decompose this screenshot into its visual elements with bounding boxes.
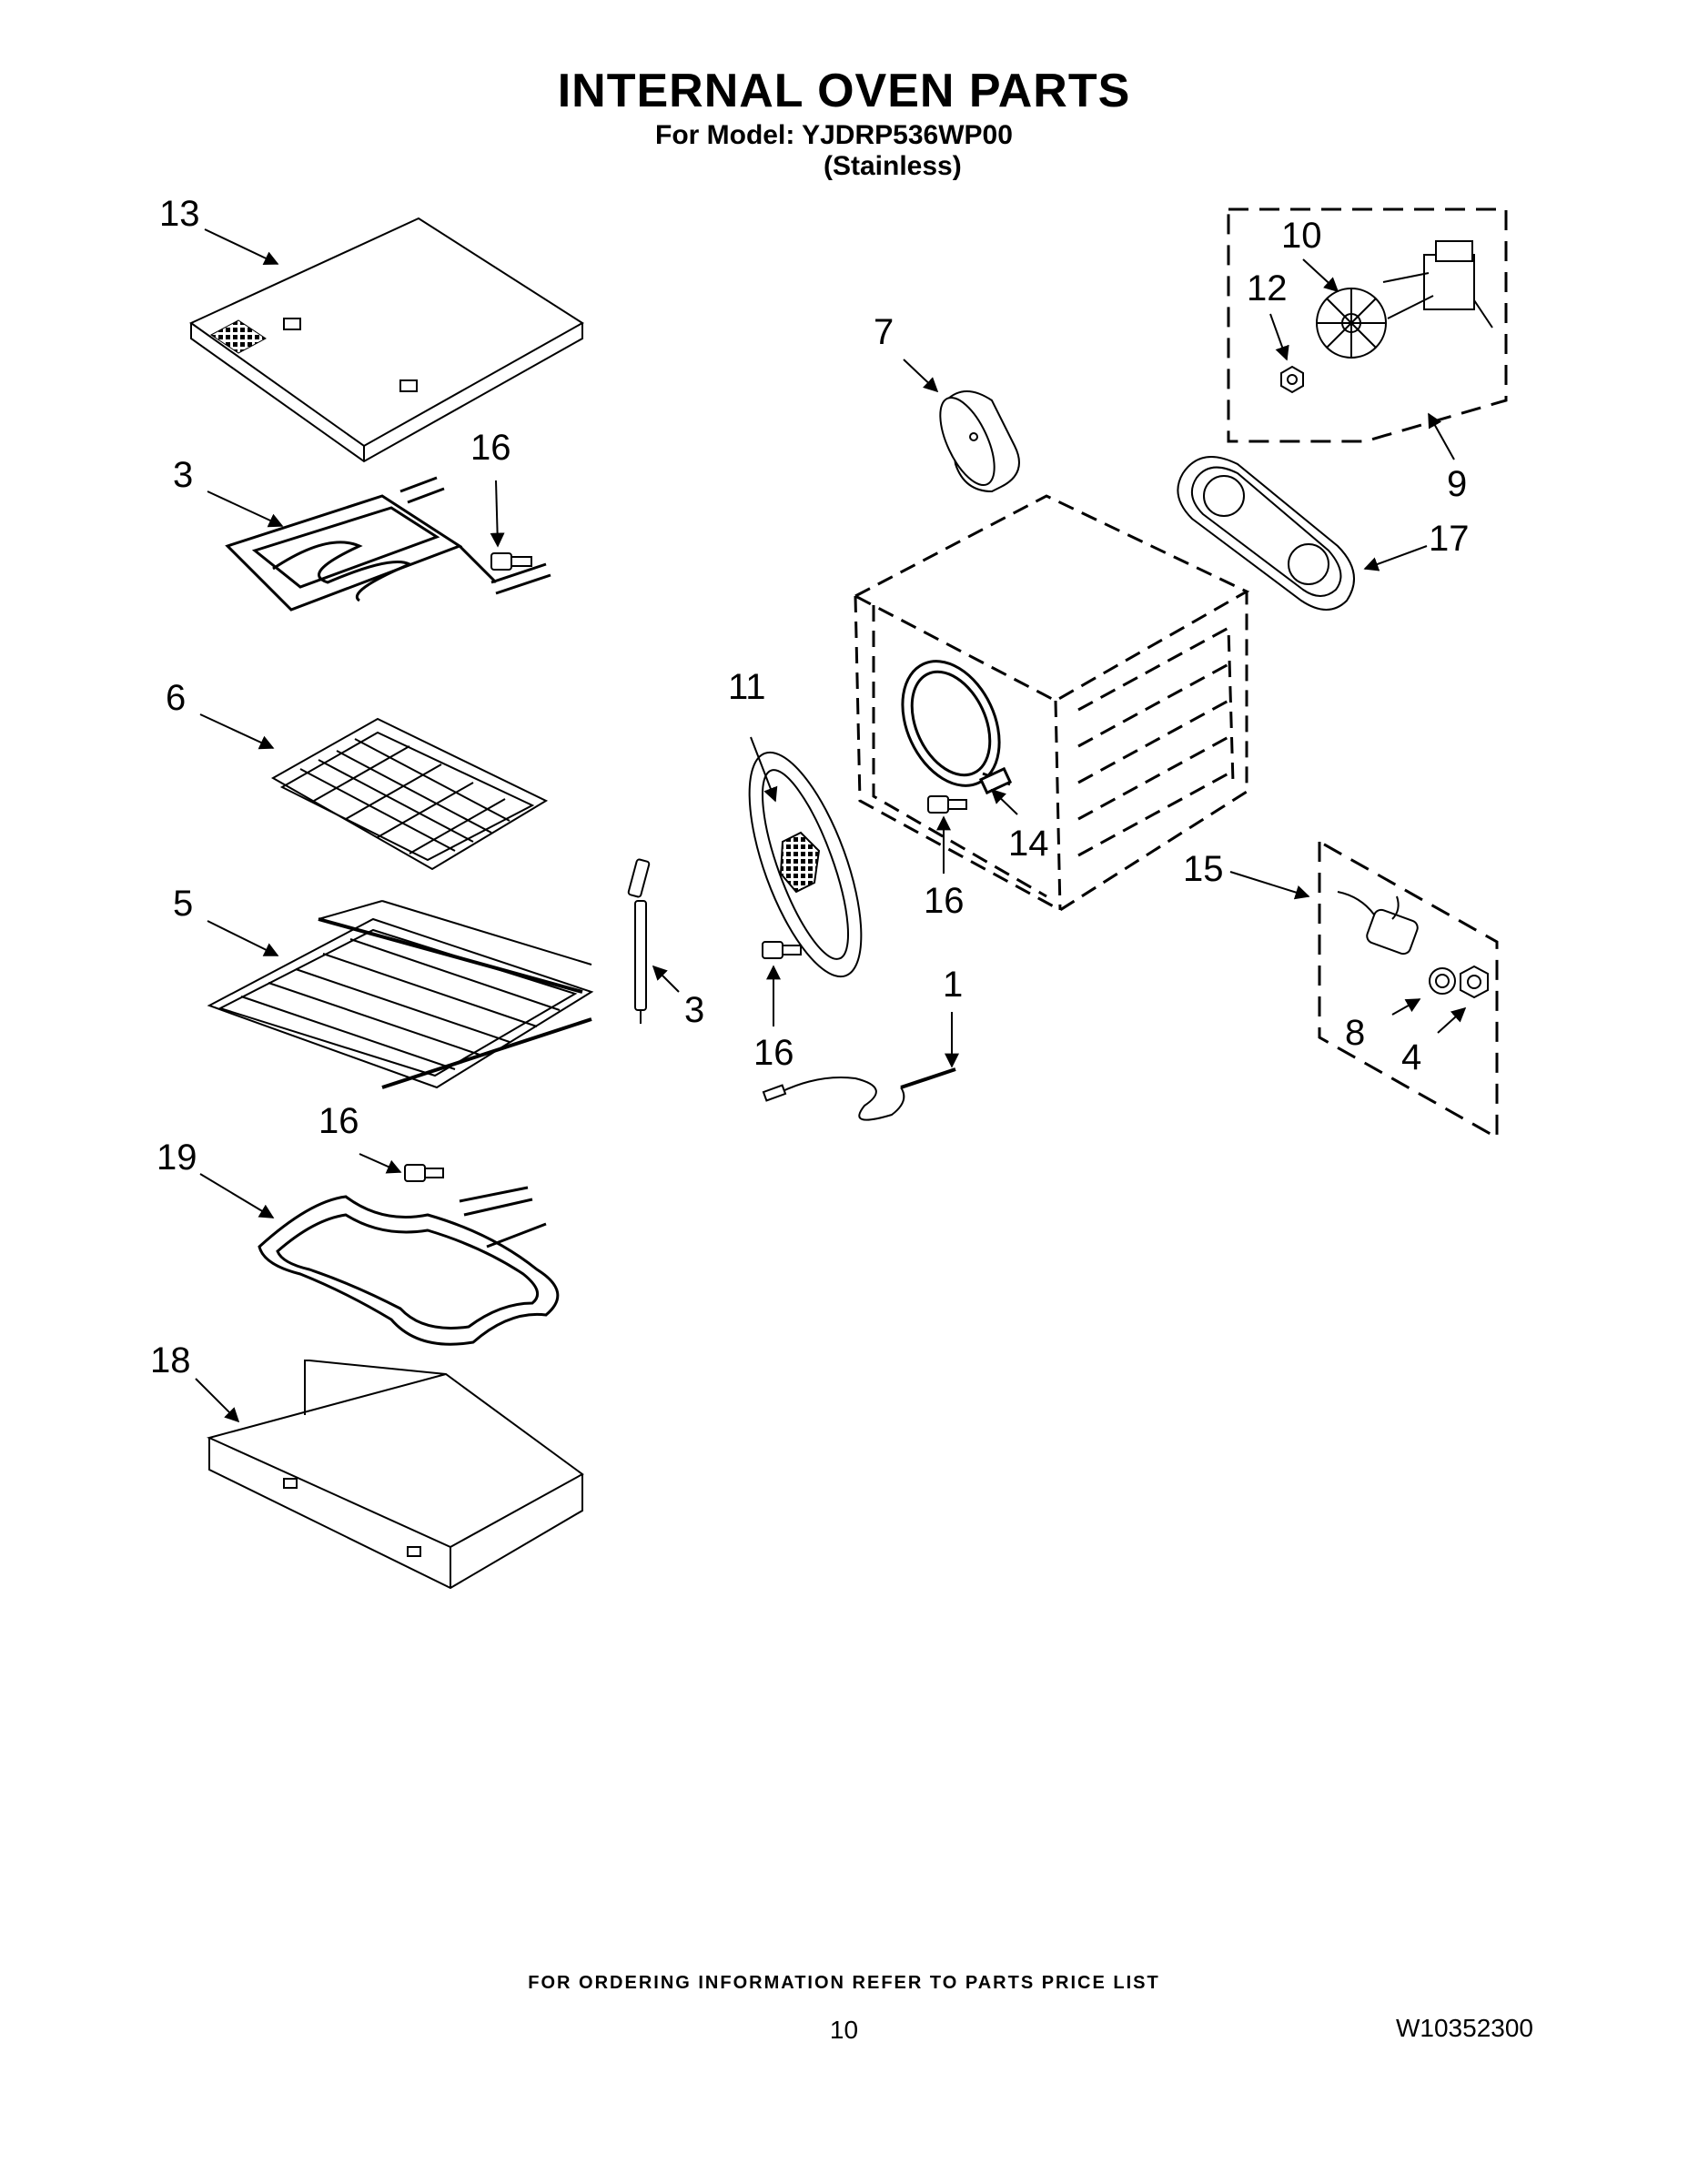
callout-18: 18	[150, 1340, 191, 1380]
oven-cavity-outline	[852, 494, 1250, 912]
callout-6: 6	[166, 678, 186, 718]
ordering-note: FOR ORDERING INFORMATION REFER TO PARTS …	[528, 1973, 1160, 1993]
part-5-roller-rack	[207, 900, 594, 1089]
part-10-fan-blade	[1316, 288, 1387, 359]
callout-5: 5	[173, 884, 193, 924]
callout-7: 7	[874, 312, 894, 352]
finish-line: (Stainless)	[824, 151, 962, 181]
page-number: 10	[829, 2016, 859, 2044]
part-12-nut	[1280, 365, 1304, 394]
callout-9: 9	[1447, 464, 1467, 504]
part-16-screw-convection	[927, 795, 967, 814]
callout-8: 8	[1345, 1013, 1365, 1053]
part-18-oven-bottom	[207, 1360, 584, 1590]
part-13-top-panel	[189, 217, 584, 463]
part-8-light-socket	[1337, 891, 1419, 956]
callout-12: 12	[1247, 268, 1288, 308]
callout-19: 19	[157, 1138, 197, 1178]
part-19-bake-element	[258, 1186, 560, 1346]
part-3-broil-element	[225, 476, 551, 612]
callout-16-convection: 16	[924, 881, 965, 921]
callout-16-lower: 16	[318, 1101, 359, 1141]
part-17-fan-shroud	[1177, 456, 1355, 611]
callout-1: 1	[943, 965, 963, 1005]
model-line: For Model: YJDRP536WP00	[655, 120, 1013, 150]
part-7-insulation-disc	[939, 390, 1020, 493]
callout-10: 10	[1281, 216, 1322, 256]
callout-4: 4	[1401, 1037, 1421, 1077]
callout-17: 17	[1429, 519, 1470, 559]
part-6-oven-rack	[270, 717, 549, 871]
callout-13: 13	[159, 194, 200, 234]
callout-14: 14	[1008, 824, 1049, 864]
part-4-lock-washer	[1429, 965, 1489, 999]
part-1-meat-probe	[762, 1067, 956, 1121]
part-3-temperature-sensor	[627, 858, 651, 1024]
part-16-screw-top	[490, 552, 532, 571]
part-11-fan-cover	[748, 751, 863, 978]
part-15-light-assembly	[1318, 840, 1499, 1140]
part-14-convection-element	[901, 660, 1013, 795]
callout-11: 11	[728, 667, 766, 707]
callout-16-top: 16	[470, 428, 511, 468]
document-number: W10352300	[1395, 2014, 1533, 2042]
part-16-screw-lower-element	[404, 1164, 444, 1182]
page-title: INTERNAL OVEN PARTS	[557, 65, 1131, 117]
callout-leaders	[195, 228, 1467, 1423]
callout-3-sensor: 3	[684, 990, 704, 1030]
part-9-motor	[1382, 240, 1493, 329]
part-16-screw-fan-cover	[762, 941, 802, 959]
callout-16-fan-cover: 16	[753, 1033, 794, 1073]
callout-15: 15	[1183, 849, 1224, 889]
callout-3-element: 3	[173, 455, 193, 495]
